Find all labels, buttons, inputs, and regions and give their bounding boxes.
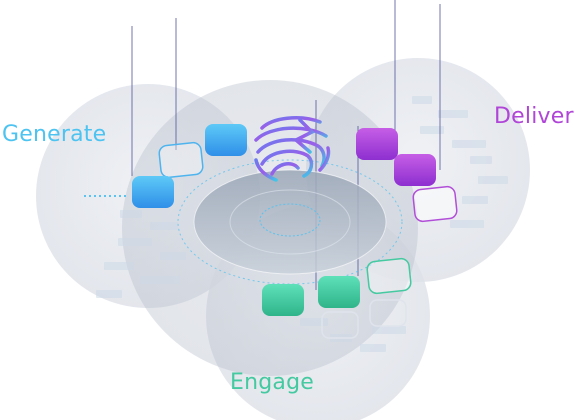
fingerprint-icon (254, 115, 331, 182)
generate-tile-solid-bottom (132, 176, 174, 208)
label-generate: Generate (2, 122, 107, 147)
engage-tile-ghost-1 (321, 311, 359, 339)
engage-tiles (262, 257, 412, 339)
deliver-tile-outline (412, 185, 458, 223)
generate-tiles (132, 124, 247, 208)
engage-tile-ghost-2 (369, 299, 407, 327)
deliver-tile-solid-mid (394, 154, 436, 186)
grid-pattern (96, 96, 508, 352)
generate-tile-solid-top (205, 124, 247, 156)
generate-tile-outline (158, 141, 204, 179)
engage-tile-solid-right (318, 276, 360, 308)
deliver-tile-solid-top (356, 128, 398, 160)
label-deliver: Deliver (494, 104, 574, 129)
engage-tile-solid-left (262, 284, 304, 316)
central-platform (84, 159, 403, 285)
engage-tile-outline (366, 257, 412, 295)
deliver-tiles (356, 128, 458, 223)
label-engage: Engage (230, 370, 314, 395)
